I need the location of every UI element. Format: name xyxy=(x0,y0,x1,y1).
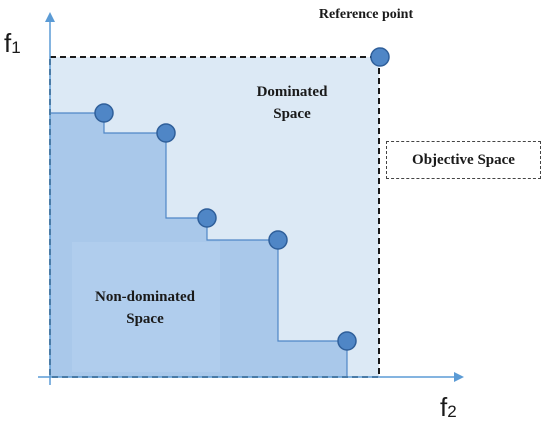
objective-space-label: Objective Space xyxy=(412,151,515,168)
reference-point-label: Reference point xyxy=(319,7,414,22)
x-axis-label: f2 xyxy=(440,392,457,422)
non-dominated-space-label-line1: Non-dominated xyxy=(95,289,196,305)
reference-point xyxy=(370,47,390,67)
y-axis-label: f1 xyxy=(4,28,21,58)
pareto-point xyxy=(337,331,357,351)
objective-space-box: Objective Space xyxy=(386,141,541,179)
pareto-point xyxy=(156,123,176,143)
non-dominated-space-label-line2: Space xyxy=(126,311,164,327)
pareto-point xyxy=(94,103,114,123)
dominated-space-label-line1: Dominated xyxy=(257,84,328,100)
non-dominated-inner-shade xyxy=(72,242,220,372)
pareto-point xyxy=(268,230,288,250)
dominated-space-label-line2: Space xyxy=(273,106,311,122)
pareto-point xyxy=(197,208,217,228)
